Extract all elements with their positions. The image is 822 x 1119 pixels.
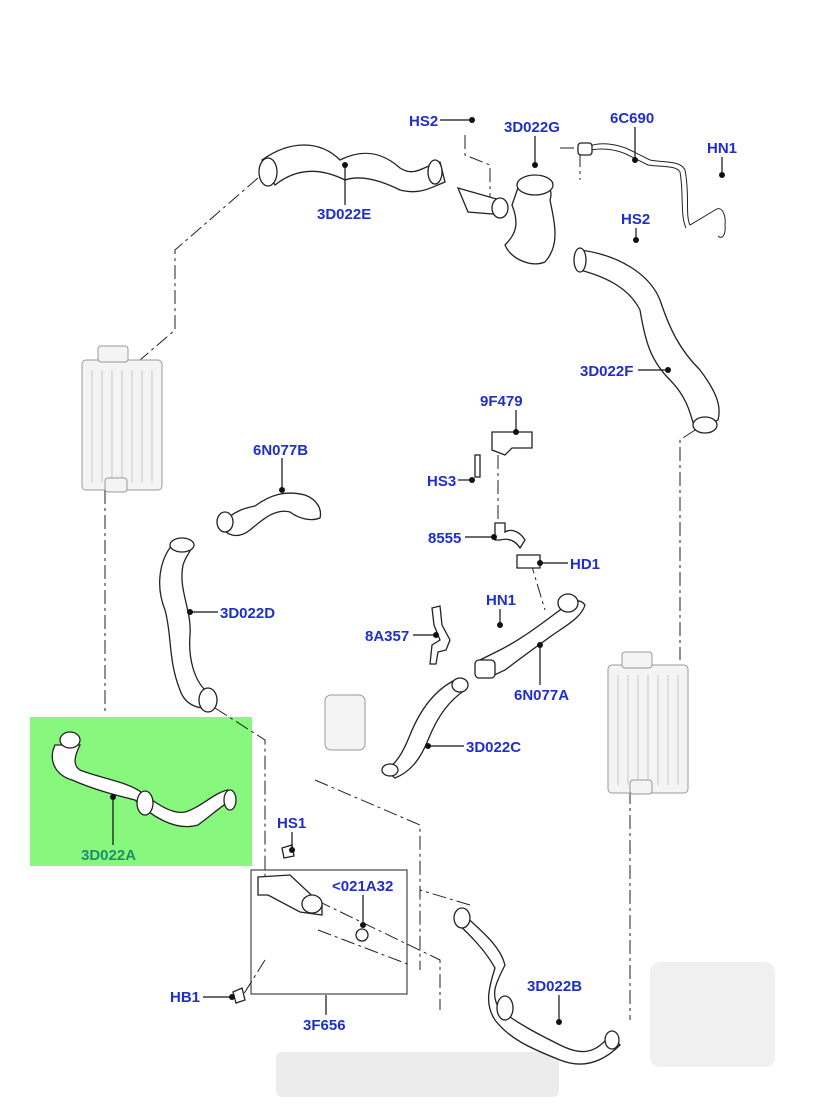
label-3d022f: 3D022F bbox=[580, 363, 633, 380]
hose-3d022d bbox=[159, 537, 218, 713]
sensor-9f479 bbox=[474, 431, 533, 478]
label-hn1-top: HN1 bbox=[707, 140, 737, 157]
assembly-3f656 bbox=[232, 844, 408, 1004]
hose-3d022b bbox=[453, 907, 621, 1065]
hose-8555 bbox=[494, 522, 541, 569]
label-3d022b: 3D022B bbox=[527, 978, 582, 995]
label-3d022d: 3D022D bbox=[220, 605, 275, 622]
label-hs2-right: HS2 bbox=[621, 211, 650, 228]
label-3d022c: 3D022C bbox=[466, 739, 521, 756]
label-hs3: HS3 bbox=[427, 473, 456, 490]
hose-3d022f bbox=[573, 247, 720, 434]
label-hs2-top: HS2 bbox=[409, 113, 438, 130]
pipe-6n077a bbox=[474, 593, 586, 679]
watermark-blur-bottom bbox=[276, 1052, 559, 1097]
label-6n077b: 6N077B bbox=[253, 442, 308, 459]
hose-3d022c bbox=[324, 677, 469, 779]
pipe-6c690 bbox=[577, 142, 726, 238]
label-8a357: 8A357 bbox=[365, 628, 409, 645]
leader-lines bbox=[110, 117, 725, 1025]
label-3d022a: 3D022A bbox=[81, 847, 136, 864]
intercooler-right bbox=[607, 651, 689, 795]
hose-3d022e bbox=[258, 144, 446, 193]
bracket-8a357 bbox=[429, 605, 451, 665]
label-3d022e: 3D022E bbox=[317, 206, 371, 223]
label-021a32: <021A32 bbox=[332, 878, 393, 895]
intercooler-left bbox=[81, 345, 163, 493]
connector-lines bbox=[104, 135, 696, 1020]
label-hb1: HB1 bbox=[170, 989, 200, 1006]
label-hs1: HS1 bbox=[277, 815, 306, 832]
hose-3d022a bbox=[51, 731, 237, 828]
label-3d022g: 3D022G bbox=[504, 119, 560, 136]
label-9f479: 9F479 bbox=[480, 393, 523, 410]
label-hn1-mid: HN1 bbox=[486, 592, 516, 609]
label-3f656: 3F656 bbox=[303, 1017, 346, 1034]
label-6c690: 6C690 bbox=[610, 110, 654, 127]
hose-3d022g bbox=[456, 174, 556, 265]
label-8555: 8555 bbox=[428, 530, 461, 547]
label-hd1: HD1 bbox=[570, 556, 600, 573]
label-6n077a: 6N077A bbox=[514, 687, 569, 704]
watermark-blur-right bbox=[650, 962, 775, 1067]
connector-6n077b bbox=[216, 492, 322, 537]
